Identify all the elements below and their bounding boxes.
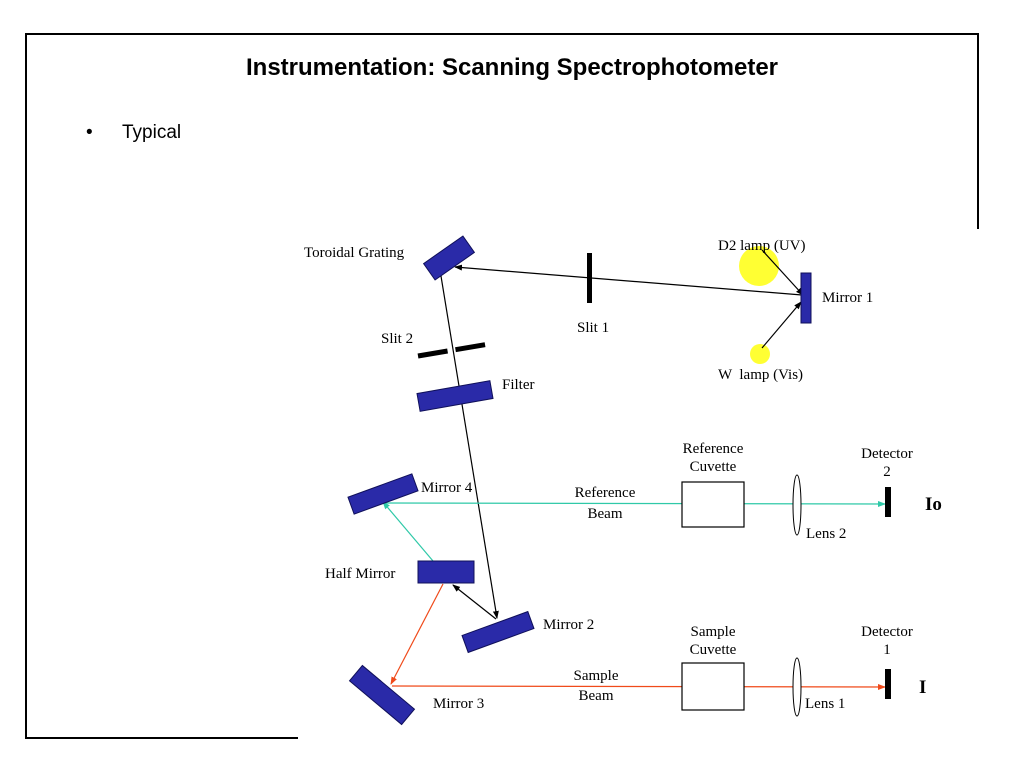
slide-title: Instrumentation: Scanning Spectrophotome… bbox=[245, 54, 779, 81]
label-sample-beam-1: Sample bbox=[574, 668, 619, 684]
label-d2-lamp: D2 lamp (UV) bbox=[718, 238, 805, 254]
sample-cuvette bbox=[681, 662, 745, 711]
d2-lamp bbox=[739, 246, 779, 286]
label-w-lamp: W lamp (Vis) bbox=[718, 367, 803, 383]
mirror1-to-grating-beam bbox=[454, 264, 803, 296]
lens1 bbox=[792, 657, 802, 717]
label-mirror2: Mirror 2 bbox=[543, 617, 594, 633]
lamp-to-mirror1-beam bbox=[761, 249, 804, 296]
w-lamp bbox=[750, 344, 770, 364]
sample-beam bbox=[391, 683, 886, 690]
label-slit1: Slit 1 bbox=[577, 320, 609, 336]
halfmirror-to-mirror4-beam bbox=[382, 501, 434, 562]
lens2 bbox=[792, 474, 802, 536]
mirror4 bbox=[347, 473, 419, 515]
label-sample-cuvette-2: Cuvette bbox=[690, 642, 737, 658]
halfmirror-to-mirror3-beam bbox=[390, 583, 444, 685]
mirror1 bbox=[800, 272, 812, 324]
label-detector2-1: Detector bbox=[861, 446, 913, 462]
bullet-text: Typical bbox=[122, 122, 182, 143]
slit2 bbox=[417, 341, 490, 359]
bullet-item: • Typical bbox=[86, 122, 181, 144]
label-mirror1: Mirror 1 bbox=[822, 290, 873, 306]
label-filter: Filter bbox=[502, 377, 535, 393]
reference-cuvette bbox=[681, 481, 745, 528]
label-reference-beam-2: Beam bbox=[588, 506, 623, 522]
mirror2-to-halfmirror-beam bbox=[452, 584, 497, 620]
label-toroidal-grating: Toroidal Grating bbox=[304, 245, 405, 261]
reference-beam bbox=[384, 500, 886, 507]
label-slit2: Slit 2 bbox=[381, 331, 413, 347]
bullet-marker: • bbox=[86, 122, 93, 143]
label-mirror4: Mirror 4 bbox=[421, 480, 473, 496]
mirror2 bbox=[461, 610, 535, 654]
label-sample-beam-2: Beam bbox=[579, 688, 614, 704]
toroidal-grating bbox=[422, 235, 476, 281]
label-mirror3: Mirror 3 bbox=[433, 696, 484, 712]
label-detector2-2: 2 bbox=[883, 464, 891, 480]
label-lens1: Lens 1 bbox=[805, 696, 845, 712]
label-reference-cuvette-1: Reference bbox=[683, 441, 744, 457]
label-lens2: Lens 2 bbox=[806, 526, 846, 542]
label-reference-beam-1: Reference bbox=[575, 485, 636, 501]
detector2 bbox=[885, 487, 891, 517]
label-half-mirror: Half Mirror bbox=[325, 566, 395, 582]
grating-to-mirror2-beam bbox=[439, 269, 499, 619]
slit1 bbox=[587, 253, 592, 303]
detector1 bbox=[885, 669, 891, 699]
label-detector1-2: 1 bbox=[883, 642, 891, 658]
mirror3 bbox=[348, 664, 416, 726]
label-detector1-1: Detector bbox=[861, 624, 913, 640]
label-i: I bbox=[919, 677, 926, 698]
spectrophotometer-diagram: Toroidal Grating D2 lamp (UV) Mirror 1 S… bbox=[298, 229, 984, 749]
filter bbox=[416, 380, 494, 412]
label-io: Io bbox=[925, 494, 942, 515]
half-mirror bbox=[417, 560, 475, 584]
label-reference-cuvette-2: Cuvette bbox=[690, 459, 737, 475]
wlamp-to-mirror1-beam bbox=[761, 301, 802, 349]
label-sample-cuvette-1: Sample bbox=[691, 624, 736, 640]
